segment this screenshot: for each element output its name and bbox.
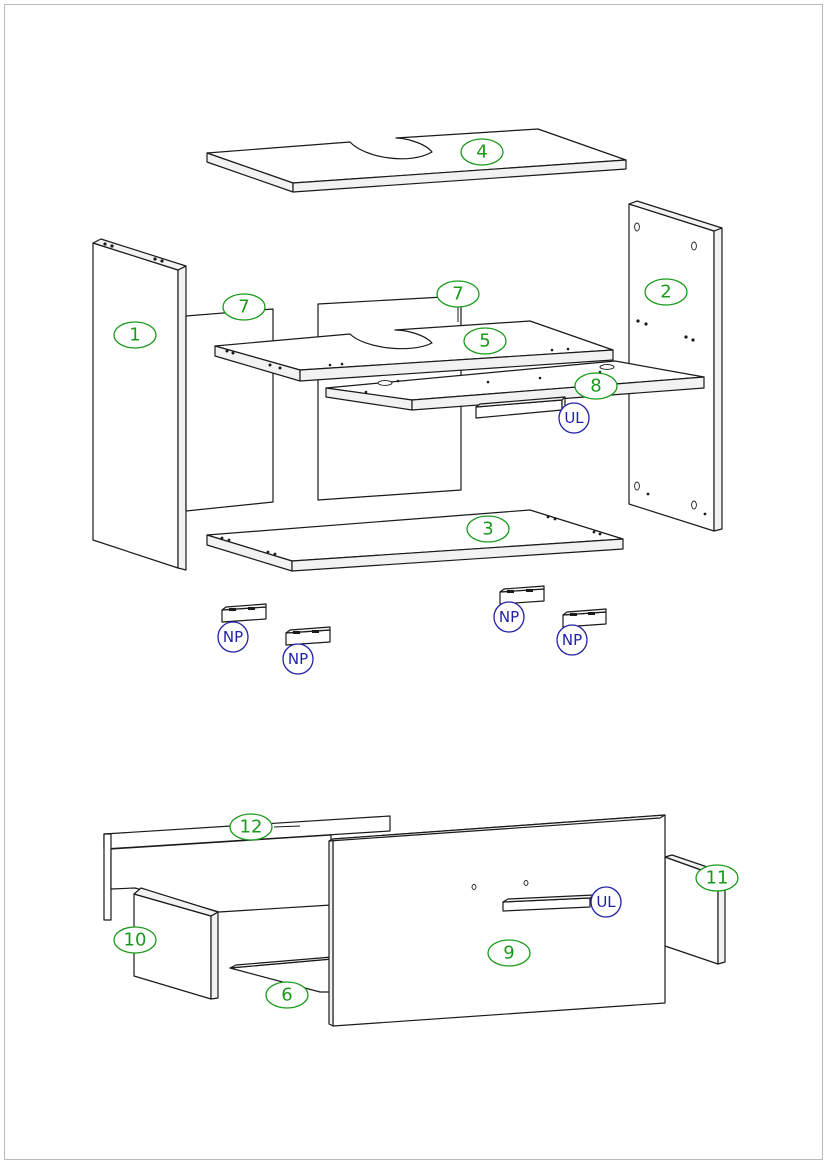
part-label-10: 10 [113, 926, 157, 954]
part-label-7-right: 7 [436, 280, 480, 308]
svg-text:UL: UL [564, 409, 584, 427]
svg-text:12: 12 [240, 817, 263, 838]
svg-text:6: 6 [281, 985, 292, 1006]
part-3-bottom-panel [206, 509, 624, 572]
svg-text:7: 7 [238, 297, 249, 318]
hardware-label-ul-top: UL [558, 402, 590, 434]
svg-text:NP: NP [288, 650, 308, 668]
svg-text:10: 10 [124, 930, 147, 951]
part-label-4: 4 [460, 138, 504, 166]
part-label-2: 2 [644, 278, 688, 306]
part-label-5: 5 [463, 327, 507, 355]
part-label-6: 6 [265, 981, 309, 1009]
part-label-3: 3 [466, 515, 510, 543]
foot-np-2 [285, 626, 331, 646]
handle-ul-drawer [502, 894, 595, 912]
part-label-9: 9 [487, 939, 531, 967]
page-border [4, 4, 823, 1160]
part-8-shelf [325, 360, 705, 411]
foot-np-3 [499, 585, 545, 605]
hardware-label-np-1: NP [217, 621, 249, 653]
svg-text:1: 1 [129, 325, 140, 346]
svg-text:UL: UL [596, 893, 616, 911]
part-label-12: 12 [229, 813, 273, 841]
svg-text:2: 2 [660, 282, 671, 303]
part-label-11: 11 [695, 864, 739, 892]
hardware-label-np-2: NP [282, 643, 314, 675]
part-7-back-panel-left [185, 308, 274, 512]
foot-np-4 [562, 608, 607, 628]
part-label-1: 1 [113, 321, 157, 349]
part-label-8: 8 [574, 372, 618, 400]
svg-text:9: 9 [503, 943, 514, 964]
svg-text:7: 7 [452, 284, 463, 305]
svg-text:NP: NP [562, 631, 582, 649]
svg-text:5: 5 [479, 331, 490, 352]
svg-text:3: 3 [482, 519, 493, 540]
svg-text:4: 4 [476, 142, 487, 163]
part-9-drawer-front [328, 814, 666, 1027]
part-label-7-left: 7 [222, 293, 266, 321]
foot-np-1 [221, 603, 267, 623]
svg-text:11: 11 [706, 868, 729, 889]
svg-text:NP: NP [223, 628, 243, 646]
part-4-top-panel [206, 128, 627, 193]
hardware-label-ul-drawer: UL [590, 886, 622, 918]
handle-ul-top [475, 396, 566, 419]
part-5-middle-panel [214, 320, 614, 382]
part-1-left-side [92, 238, 187, 571]
hardware-label-np-3: NP [493, 601, 525, 633]
part-10-drawer-left [133, 887, 219, 1000]
svg-text:NP: NP [499, 608, 519, 626]
svg-text:8: 8 [590, 376, 601, 397]
hardware-label-np-4: NP [556, 624, 588, 656]
